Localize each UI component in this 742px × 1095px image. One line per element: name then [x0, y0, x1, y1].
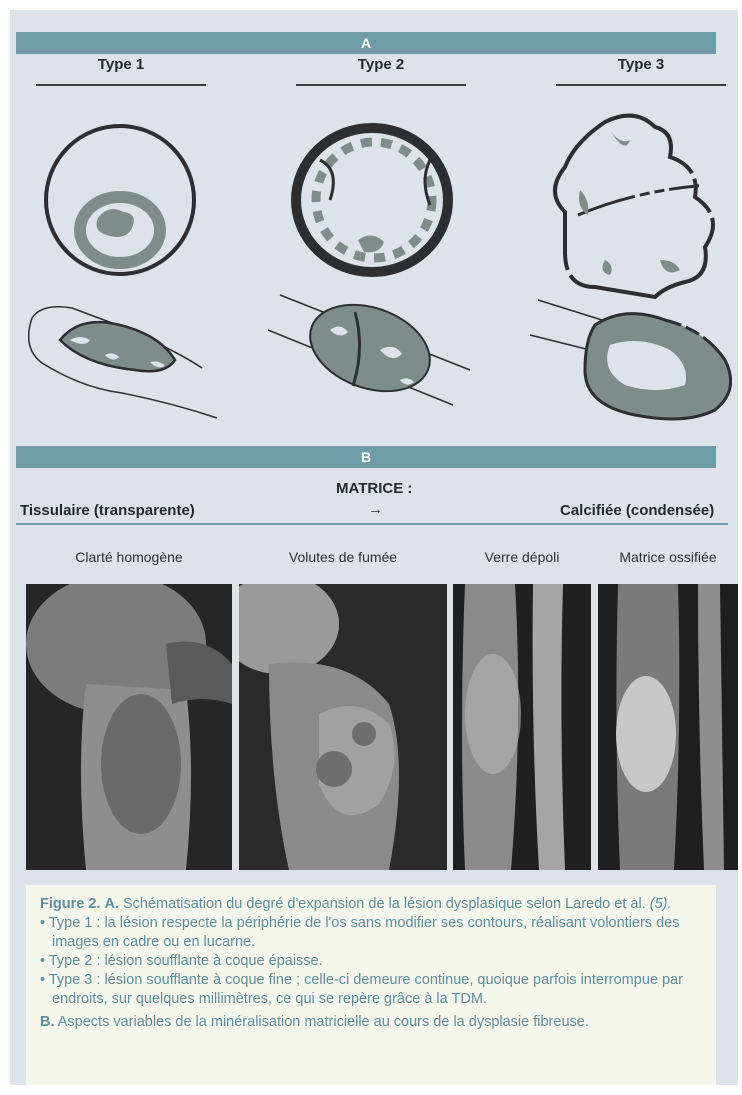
caption-bullet-type-1: • Type 1 : la lésion respecte la périphé…	[40, 914, 704, 952]
type-1-cross-section	[46, 126, 194, 274]
figure-caption: Figure 2. A. Schématisation du degré d'e…	[26, 885, 716, 1085]
matrix-right-label: Calcifiée (condensée)	[560, 502, 714, 519]
caption-b-label: B.	[40, 1014, 55, 1030]
type-2-rule	[296, 84, 466, 86]
type-2-cross-section	[296, 128, 448, 272]
caption-bullet-type-3: • Type 3 : lésion soufflante à coque fin…	[40, 971, 704, 1009]
caption-a-ref: (5).	[650, 896, 672, 912]
section-a-banner: A	[16, 32, 716, 54]
caption-a-text2: et al.	[614, 896, 645, 912]
matrix-left-label: Tissulaire (transparente)	[20, 502, 195, 519]
caption-b-text: Aspects variables de la minéralisation m…	[58, 1014, 589, 1030]
matrix-arrow: →	[368, 501, 383, 518]
type-3-title: Type 3	[556, 56, 726, 73]
section-b-banner: B	[16, 446, 716, 468]
caption-a-line: Figure 2. A. Schématisation du degré d'e…	[40, 895, 704, 914]
type-2-longitudinal	[268, 289, 470, 407]
type-3-rule	[556, 84, 726, 86]
xray-label-3: Verre dépoli	[453, 549, 591, 565]
xray-image-ossified-matrix	[598, 584, 738, 870]
type-3-cross-section	[555, 116, 713, 297]
caption-bullet-type-2: • Type 2 : lésion soufflante à coque épa…	[40, 952, 704, 971]
type-3-longitudinal	[530, 300, 731, 419]
caption-figure-label: Figure 2.	[40, 896, 100, 912]
caption-a-text: Schématisation du degré d'expansion de l…	[123, 896, 610, 912]
type-1-title: Type 1	[36, 56, 206, 73]
type-1-longitudinal	[29, 307, 217, 418]
type-2-title: Type 2	[296, 56, 466, 73]
expansion-schematics	[10, 100, 732, 435]
xray-image-ground-glass	[453, 584, 591, 870]
xray-image-smoke-volutes	[239, 584, 447, 870]
xray-image-homogeneous	[26, 584, 232, 870]
xray-label-2: Volutes de fumée	[239, 549, 447, 565]
xray-label-4: Matrice ossifiée	[598, 549, 738, 565]
matrix-title: MATRICE :	[336, 480, 412, 497]
type-1-rule	[36, 84, 206, 86]
caption-a-label: A.	[104, 896, 119, 912]
caption-b-line: B. Aspects variables de la minéralisatio…	[40, 1013, 704, 1032]
xray-label-1: Clarté homogène	[26, 549, 232, 565]
matrix-divider	[16, 523, 728, 525]
